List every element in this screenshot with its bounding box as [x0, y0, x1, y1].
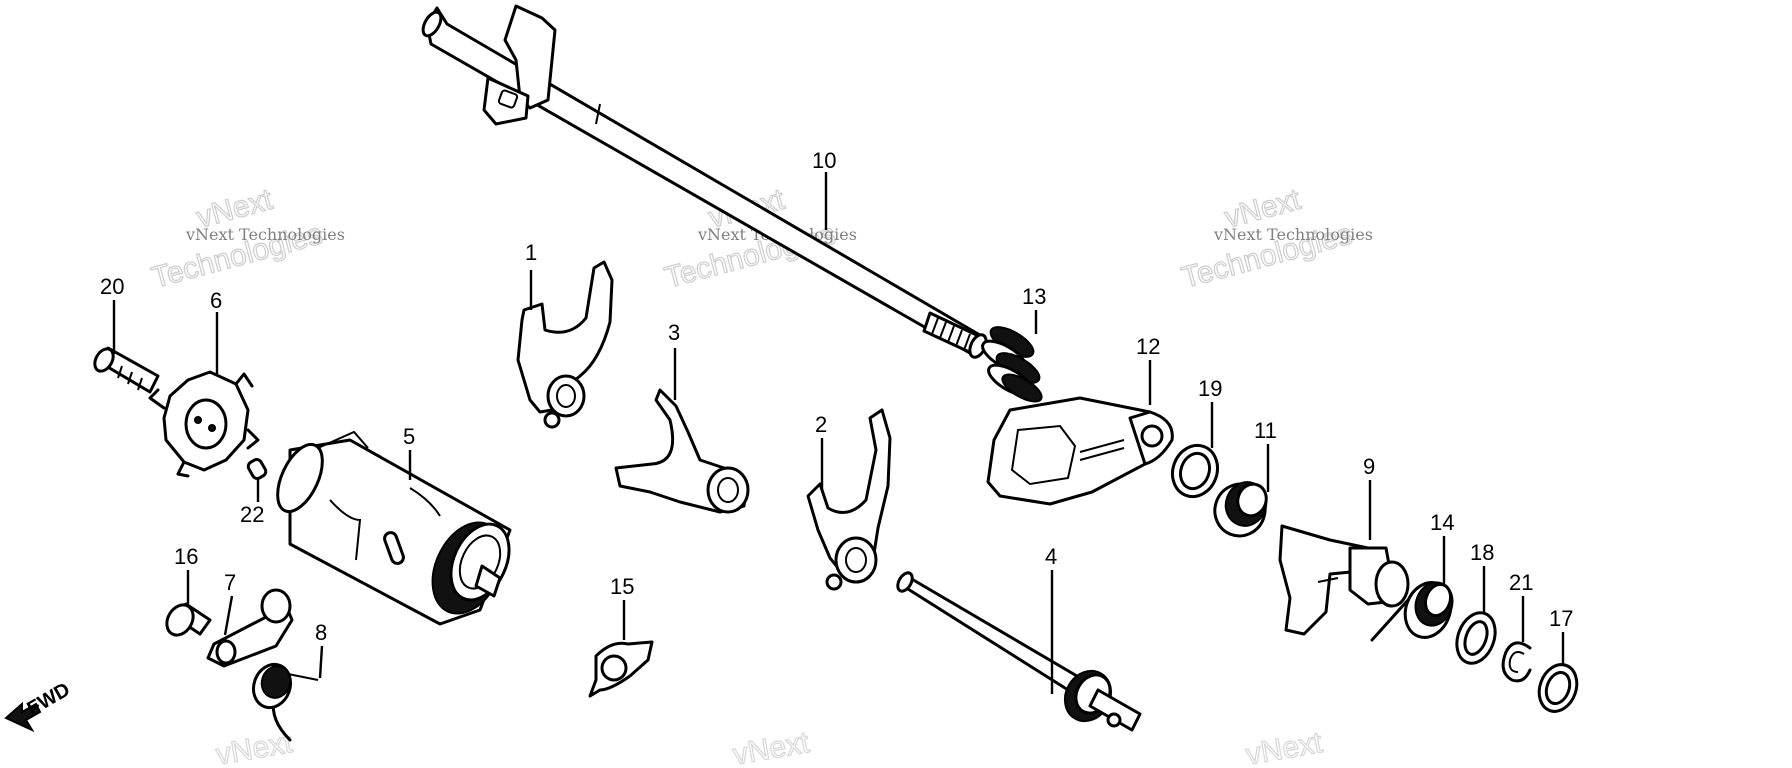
callout-1: 1 — [525, 240, 537, 265]
callout-14: 14 — [1430, 510, 1454, 535]
callout-7: 7 — [224, 570, 236, 595]
callout-4: 4 — [1045, 544, 1057, 569]
part-stopper-spring-8 — [251, 662, 319, 742]
watermark-group-left: vNext Technologies vNext Technologies — [148, 182, 345, 295]
part-shift-drum — [276, 430, 512, 626]
callout-16: 16 — [174, 544, 198, 569]
callout-3: 3 — [668, 320, 680, 345]
callout-13: 13 — [1022, 284, 1046, 309]
fwd-arrow: FWD — [4, 679, 74, 733]
part-guide-plate-15 — [588, 640, 654, 698]
callout-21: 21 — [1509, 570, 1533, 595]
watermark-group-bottom: vNext vNext vNext — [213, 725, 1326, 768]
callout-6: 6 — [210, 288, 222, 313]
callout-5: 5 — [403, 424, 415, 449]
callout-10: 10 — [812, 148, 836, 173]
part-stopper-arm-7 — [206, 588, 294, 668]
part-washer-19 — [1170, 443, 1220, 499]
callout-11: 11 — [1254, 418, 1277, 443]
part-bolt-16 — [165, 602, 212, 637]
fwd-arrow-icon — [4, 701, 42, 733]
part-shift-fork-1 — [516, 260, 614, 429]
callout-9: 9 — [1363, 454, 1375, 479]
watermark-brand: vNext — [1243, 726, 1325, 768]
watermark-brand: vNext — [730, 726, 812, 768]
watermark-group-center: vNext Technologies vNext Technologies — [661, 182, 857, 295]
part-stopper-plate — [986, 396, 1174, 506]
part-arm-spring — [1370, 581, 1454, 642]
callout-22: 22 — [240, 502, 264, 527]
part-shift-shaft — [421, 4, 988, 359]
leader-lines — [112, 172, 1565, 694]
watermark-group-right: vNext Technologies vNext Technologies — [1178, 182, 1373, 295]
part-bolt-20 — [93, 346, 160, 394]
callout-2: 2 — [815, 412, 827, 437]
watermark-line: vNext Technologies — [1213, 225, 1373, 244]
part-washer-18 — [1455, 611, 1497, 665]
part-drum-center — [148, 370, 260, 478]
watermark-line: vNext Technologies — [185, 225, 345, 244]
part-shift-arm — [1278, 524, 1410, 636]
part-return-spring — [981, 326, 1043, 403]
callout-8: 8 — [315, 620, 327, 645]
part-shift-fork-2 — [806, 408, 892, 591]
part-washer-17 — [1537, 663, 1579, 713]
callout-15: 15 — [610, 574, 634, 599]
part-collar-11 — [1213, 481, 1268, 538]
part-fork-shaft — [896, 571, 1142, 732]
callout-17: 17 — [1549, 606, 1573, 631]
callout-18: 18 — [1470, 540, 1494, 565]
fwd-label: FWD — [24, 679, 74, 721]
part-shift-fork-3 — [614, 388, 750, 514]
callout-12: 12 — [1136, 334, 1160, 359]
part-circlip-21 — [1501, 641, 1532, 683]
callout-20: 20 — [100, 274, 124, 299]
callout-labels: 1 2 3 4 5 6 7 8 9 10 11 12 13 14 15 16 1… — [100, 148, 1573, 645]
part-dowel-pin-22 — [246, 458, 268, 480]
callout-19: 19 — [1198, 376, 1222, 401]
